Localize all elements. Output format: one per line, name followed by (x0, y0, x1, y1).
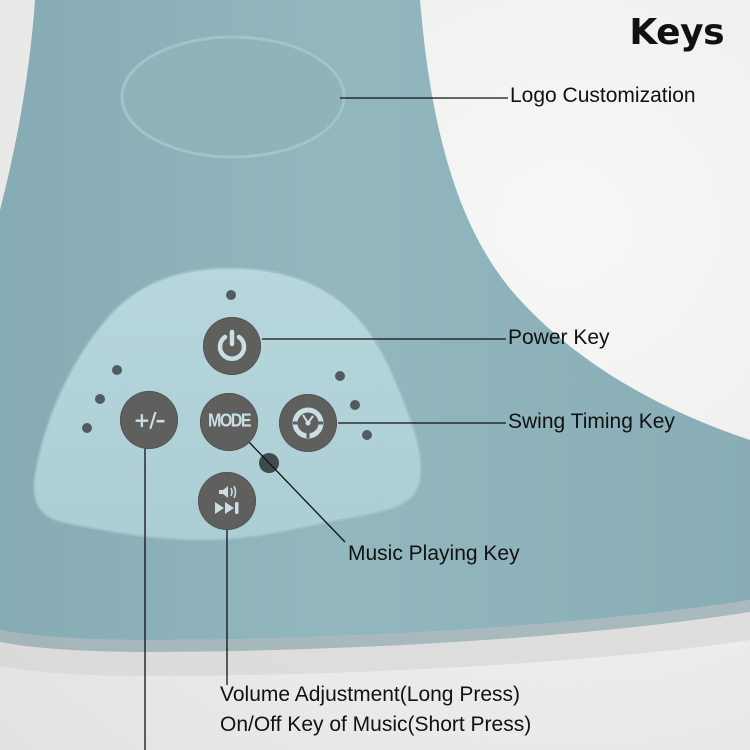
plus-minus-icon: +/– (133, 408, 165, 432)
callout-swing-timing-key: Swing Timing Key (508, 410, 675, 433)
callout-logo-customization: Logo Customization (510, 84, 696, 107)
music-playing-key-button[interactable] (198, 472, 256, 530)
power-key-button[interactable] (203, 317, 261, 375)
speaker-next-icon (215, 485, 239, 514)
mode-key-button[interactable]: MODE (200, 393, 258, 451)
indicator-leds (82, 290, 372, 440)
callout-music-playing-key: Music Playing Key (348, 542, 520, 565)
leader-lines (144, 97, 508, 750)
callout-volume-line1: Volume Adjustment(Long Press) (220, 683, 520, 706)
callout-volume-line2: On/Off Key of Music(Short Press) (220, 713, 532, 736)
page-title: Keys (629, 12, 724, 53)
timer-clock-icon (292, 407, 324, 439)
logo-area (120, 35, 346, 159)
callout-power-key: Power Key (508, 326, 610, 349)
callout-volume-adjustment: Volume Adjustment(Long Press) On/Off Key… (220, 680, 531, 740)
power-icon (217, 329, 247, 361)
swing-timing-key-button[interactable] (279, 394, 337, 452)
mode-label: MODE (208, 411, 252, 432)
volume-key-button[interactable]: +/– (120, 391, 178, 449)
